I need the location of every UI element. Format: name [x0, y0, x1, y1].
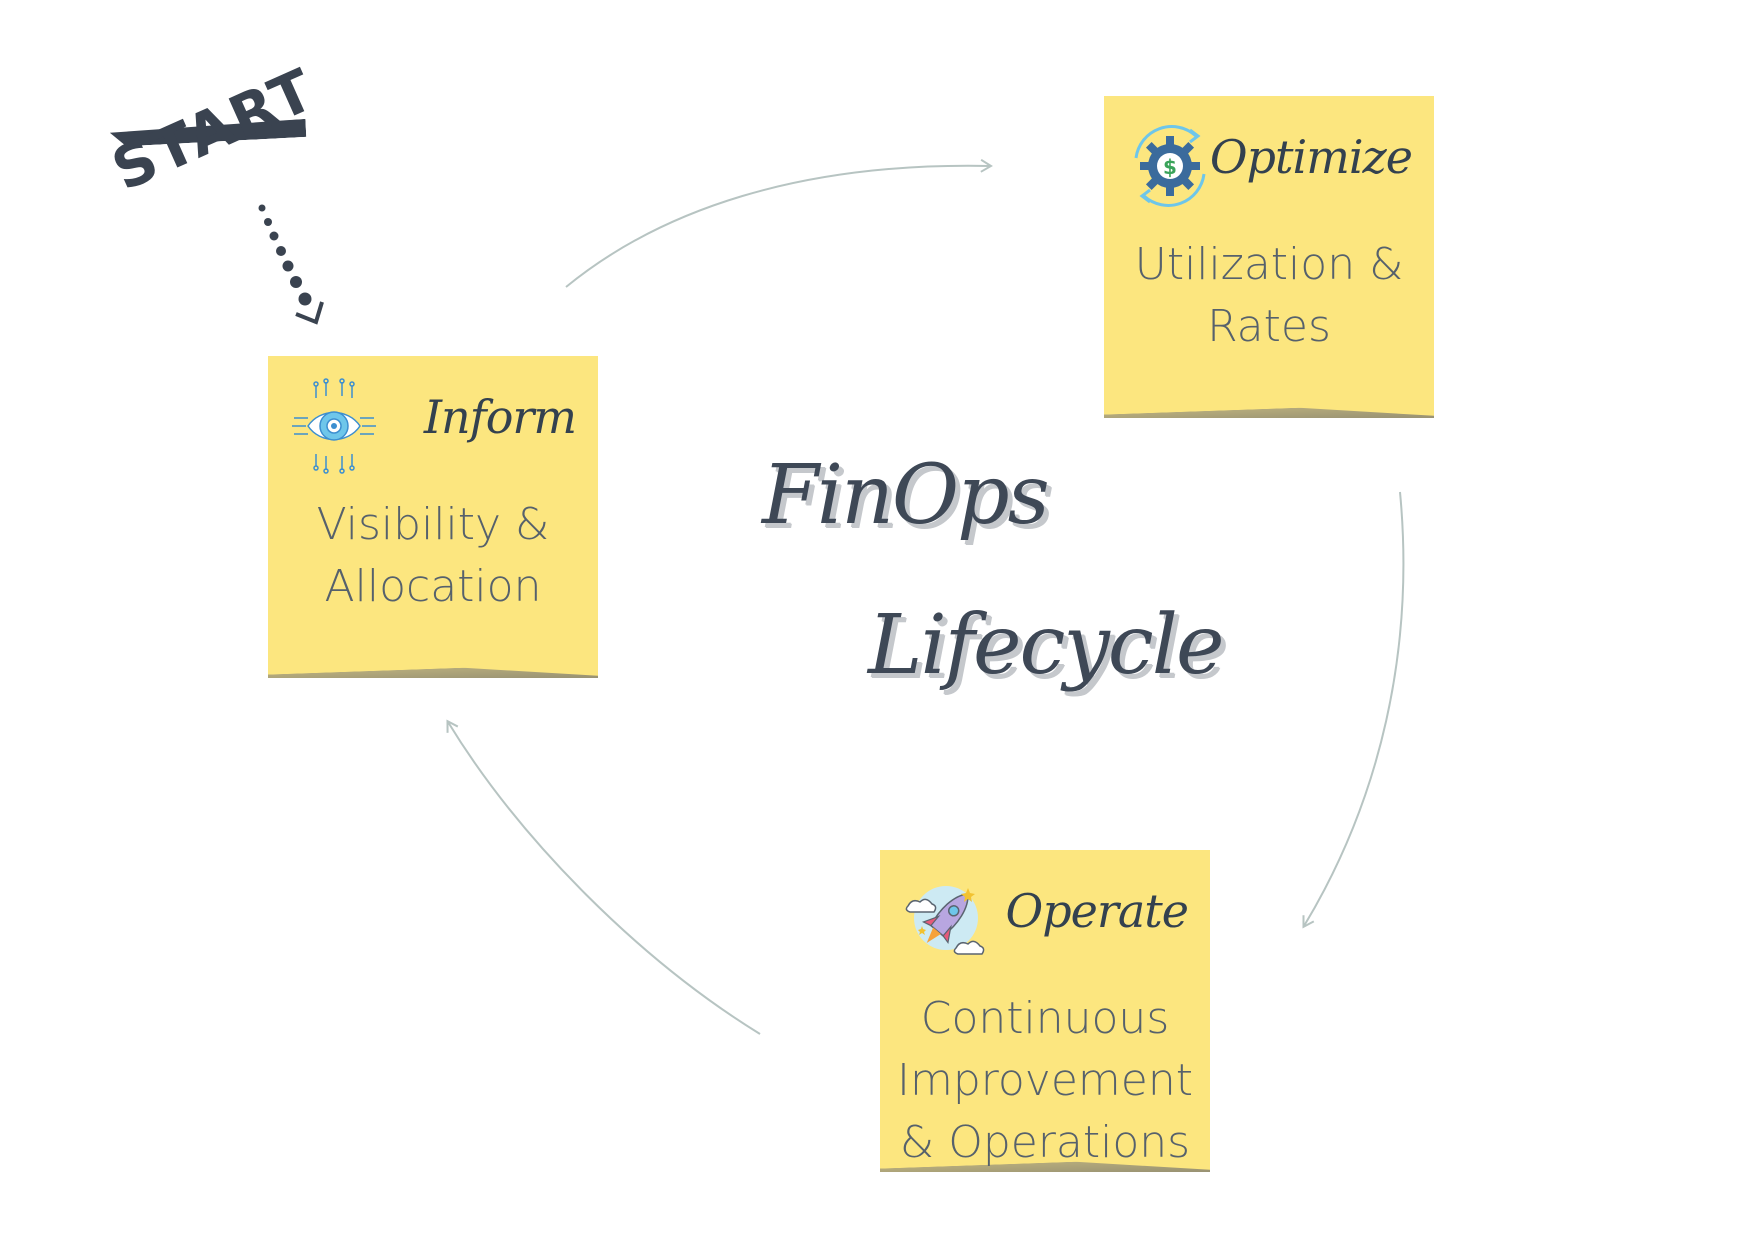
inform-title: Inform: [423, 390, 577, 444]
inform-note: Inform Visibility & Allocation: [268, 356, 598, 678]
operate-title: Operate: [1005, 884, 1189, 938]
eye-circuit-icon: [292, 378, 376, 474]
inform-description: Visibility & Allocation: [268, 494, 598, 618]
operate-description: Continuous Improvement & Operations: [880, 988, 1210, 1174]
optimize-title: Optimize: [1209, 130, 1413, 184]
operate-desc-line: & Operations: [899, 1117, 1191, 1168]
optimize-note: $ Optimize Utilization & Rates: [1104, 96, 1434, 418]
optimize-desc-line: Utilization &: [1134, 239, 1404, 290]
operate-desc-line: Continuous: [920, 993, 1170, 1044]
rocket-icon: [905, 886, 985, 955]
inform-desc-line: Visibility &: [316, 499, 550, 550]
diagram-title-line2: Lifecycle: [868, 598, 1224, 693]
operate-note: Operate Continuous Improvement & Operati…: [880, 850, 1210, 1172]
operate-desc-line: Improvement: [897, 1055, 1193, 1106]
optimize-description: Utilization & Rates: [1104, 234, 1434, 358]
arrow-inform-to-optimize: [565, 158, 993, 288]
optimize-desc-line: Rates: [1207, 301, 1331, 352]
arrow-optimize-to-operate: [1302, 491, 1405, 929]
svg-text:$: $: [1163, 155, 1177, 179]
inform-desc-line: Allocation: [324, 561, 542, 612]
diagram-title-line1: FinOps: [762, 448, 1050, 543]
start-dotted-arrow: [258, 204, 324, 325]
arrow-operate-to-inform: [446, 719, 761, 1035]
gear-dollar-icon: $: [1134, 125, 1206, 207]
